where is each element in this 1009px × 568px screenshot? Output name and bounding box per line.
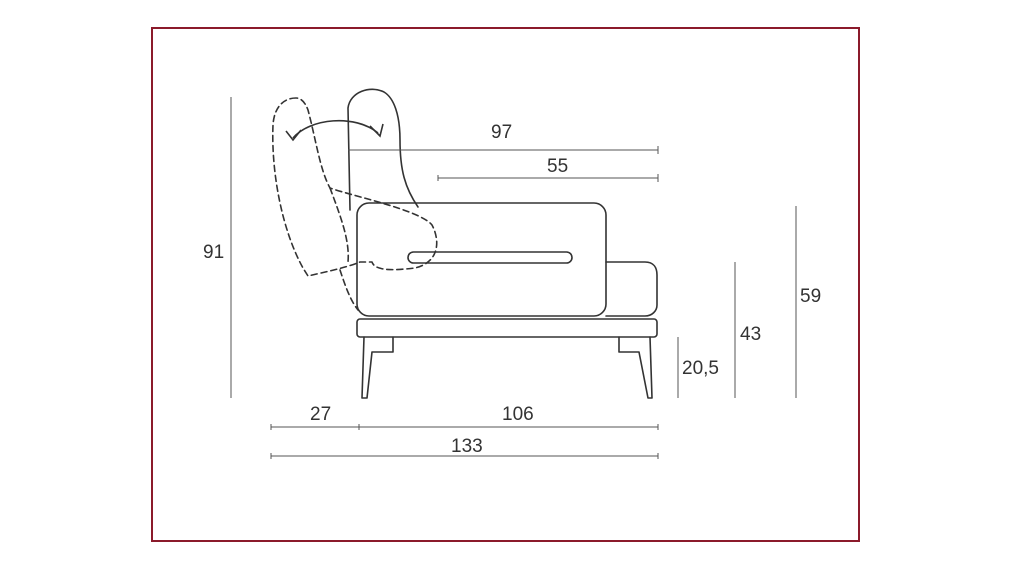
diagram-frame bbox=[151, 27, 860, 542]
seat-cushion bbox=[605, 261, 658, 317]
armrest bbox=[356, 202, 607, 317]
reclined-backrest-inner bbox=[329, 187, 359, 311]
backrest-depth-label: 97 bbox=[491, 122, 512, 143]
upright-backrest bbox=[347, 88, 419, 211]
arm-height-label: 59 bbox=[800, 286, 821, 307]
armrest-slot bbox=[407, 251, 573, 264]
seat-height-label: 43 bbox=[740, 324, 761, 345]
reclined-backrest-outline bbox=[271, 97, 438, 277]
overall-height-label: 91 bbox=[203, 242, 224, 263]
leg-height-label: 20,5 bbox=[682, 358, 719, 379]
overall-depth-label: 133 bbox=[451, 436, 483, 457]
rear-leg bbox=[361, 336, 394, 399]
recline-arrow-icon bbox=[285, 119, 384, 142]
base-depth-label: 106 bbox=[502, 404, 534, 425]
recline-offset-label: 27 bbox=[310, 404, 331, 425]
sofa-base bbox=[356, 318, 658, 338]
seat-depth-label: 55 bbox=[547, 156, 568, 177]
front-leg bbox=[618, 336, 653, 399]
